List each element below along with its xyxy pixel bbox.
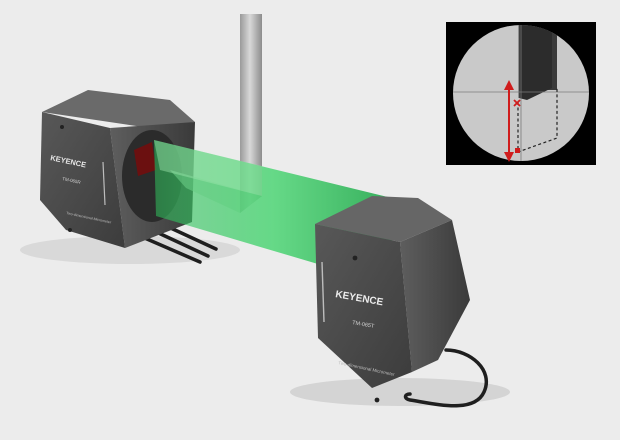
transmitter-front-face bbox=[315, 224, 412, 388]
inset-object bbox=[519, 25, 552, 100]
receiver-model: TM-065R bbox=[62, 176, 82, 185]
transmitter-screw bbox=[352, 255, 358, 261]
transmitter-cable bbox=[403, 348, 488, 408]
receiver-screw bbox=[60, 125, 64, 129]
receiver-window-red bbox=[134, 142, 156, 176]
inset-detail-view bbox=[446, 22, 596, 165]
inset-square-mark bbox=[515, 148, 520, 153]
transmitter-shadow bbox=[290, 378, 510, 406]
inset-cross-mark bbox=[513, 99, 521, 107]
inset-arrow-head-bottom bbox=[504, 152, 514, 162]
transmitter-screw bbox=[374, 397, 380, 403]
receiver-screw bbox=[68, 228, 72, 232]
transmitter-model: TM-065T bbox=[352, 320, 376, 330]
transmitter-indicator-line bbox=[321, 261, 325, 323]
laser-beam-top bbox=[154, 140, 262, 196]
transmitter-side-face bbox=[400, 220, 470, 372]
inset-dashed-outline bbox=[517, 88, 558, 153]
receiver-front-face bbox=[40, 112, 125, 248]
transmitter-top-face bbox=[315, 196, 452, 242]
inset-arrow-head-top bbox=[504, 80, 514, 90]
receiver-indicator-line bbox=[102, 161, 106, 206]
transmitter-unit: KEYENCE TM-065T Two-dimensional Micromet… bbox=[315, 196, 470, 403]
receiver-top-face bbox=[42, 90, 195, 128]
